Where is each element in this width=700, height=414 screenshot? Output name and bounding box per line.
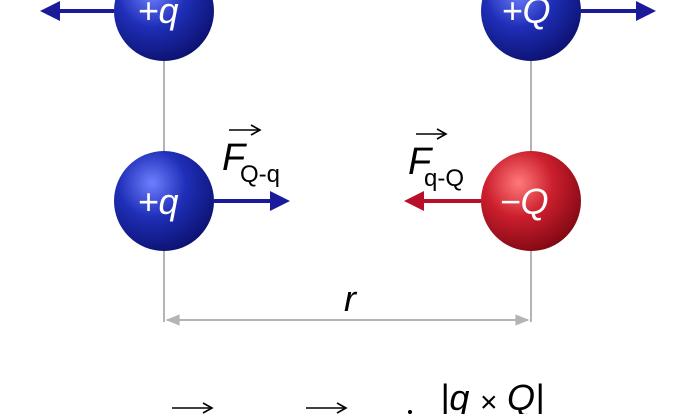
middle-left-charge-label: +q <box>137 181 178 222</box>
top-right-sphere <box>481 0 581 61</box>
top-left-charge: +q <box>40 0 214 61</box>
force-left-symbol: F <box>222 137 247 179</box>
force-left-vector-arrowhead <box>250 124 262 136</box>
formula-vector-arrowhead-2 <box>336 402 348 414</box>
top-right-charge-label: +Q <box>501 0 550 31</box>
top-right-charge: +Q <box>481 0 656 61</box>
formula-vector-arrowhead-1 <box>202 402 214 414</box>
force-right-subscript: q-Q <box>424 165 464 192</box>
formula-dot-fragment <box>408 410 412 414</box>
top-left-charge-label: +q <box>137 0 178 31</box>
formula-times-sign: × <box>480 386 498 414</box>
force-right-label: F q-Q <box>408 128 464 192</box>
coulomb-formula-cropped: |q × Q| <box>172 377 544 414</box>
middle-left-charge: +q <box>114 151 290 251</box>
top-left-sphere <box>114 0 214 61</box>
force-left-subscript: Q-q <box>240 161 280 188</box>
distance-label: r <box>344 278 358 319</box>
force-left-label: F Q-q <box>222 124 280 188</box>
middle-right-charge-label: −Q <box>499 181 548 222</box>
middle-right-charge: −Q <box>404 151 581 251</box>
formula-numerator-left: |q <box>440 377 469 414</box>
formula-numerator-right: Q| <box>507 377 544 414</box>
middle-right-sphere <box>481 151 581 251</box>
middle-left-sphere <box>114 151 214 251</box>
force-right-vector-arrowhead <box>436 128 448 140</box>
force-right-symbol: F <box>408 141 433 183</box>
